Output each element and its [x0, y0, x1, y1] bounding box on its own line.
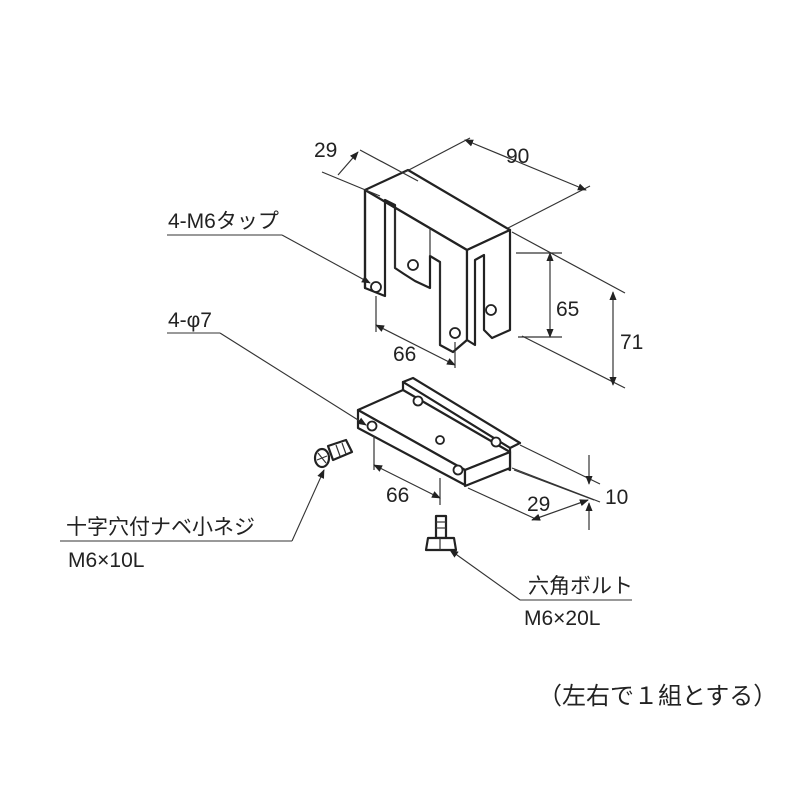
dimension-lines — [321, 137, 626, 530]
bolt-name-label: 六角ボルト — [528, 575, 633, 598]
leader-lines — [60, 234, 632, 601]
upper-bracket — [363, 168, 512, 354]
dim-top-hole-pitch: 66 — [393, 343, 416, 366]
tap-label: 4-M6タップ — [168, 210, 279, 233]
dim-bottom-height: 10 — [605, 486, 628, 509]
mount-hole — [366, 420, 378, 432]
tap-hole — [407, 259, 419, 271]
hole-label: 4-φ7 — [168, 309, 212, 332]
dim-bottom-depth: 29 — [527, 493, 550, 516]
screw-size-label: M6×10L — [68, 549, 144, 572]
screw-name-label: 十字穴付ナベ小ネジ — [66, 516, 255, 539]
dim-bottom-hole-pitch: 66 — [386, 484, 409, 507]
mount-hole — [435, 435, 445, 445]
mount-hole — [452, 464, 464, 476]
mount-hole — [412, 395, 424, 407]
dim-top-depth: 29 — [314, 139, 337, 162]
dim-top-width: 90 — [506, 145, 529, 168]
dim-total-height: 71 — [620, 331, 643, 354]
hex-bolt — [424, 514, 458, 552]
tap-hole — [485, 304, 497, 316]
bolt-size-label: M6×20L — [524, 607, 600, 630]
pan-head-screw — [313, 438, 354, 469]
mount-hole — [490, 436, 502, 448]
dim-slot-height: 65 — [556, 298, 579, 321]
tap-hole — [449, 327, 461, 339]
lower-bracket — [356, 376, 522, 488]
set-note: （左右で１組とする） — [538, 682, 777, 710]
tap-hole — [370, 281, 382, 293]
